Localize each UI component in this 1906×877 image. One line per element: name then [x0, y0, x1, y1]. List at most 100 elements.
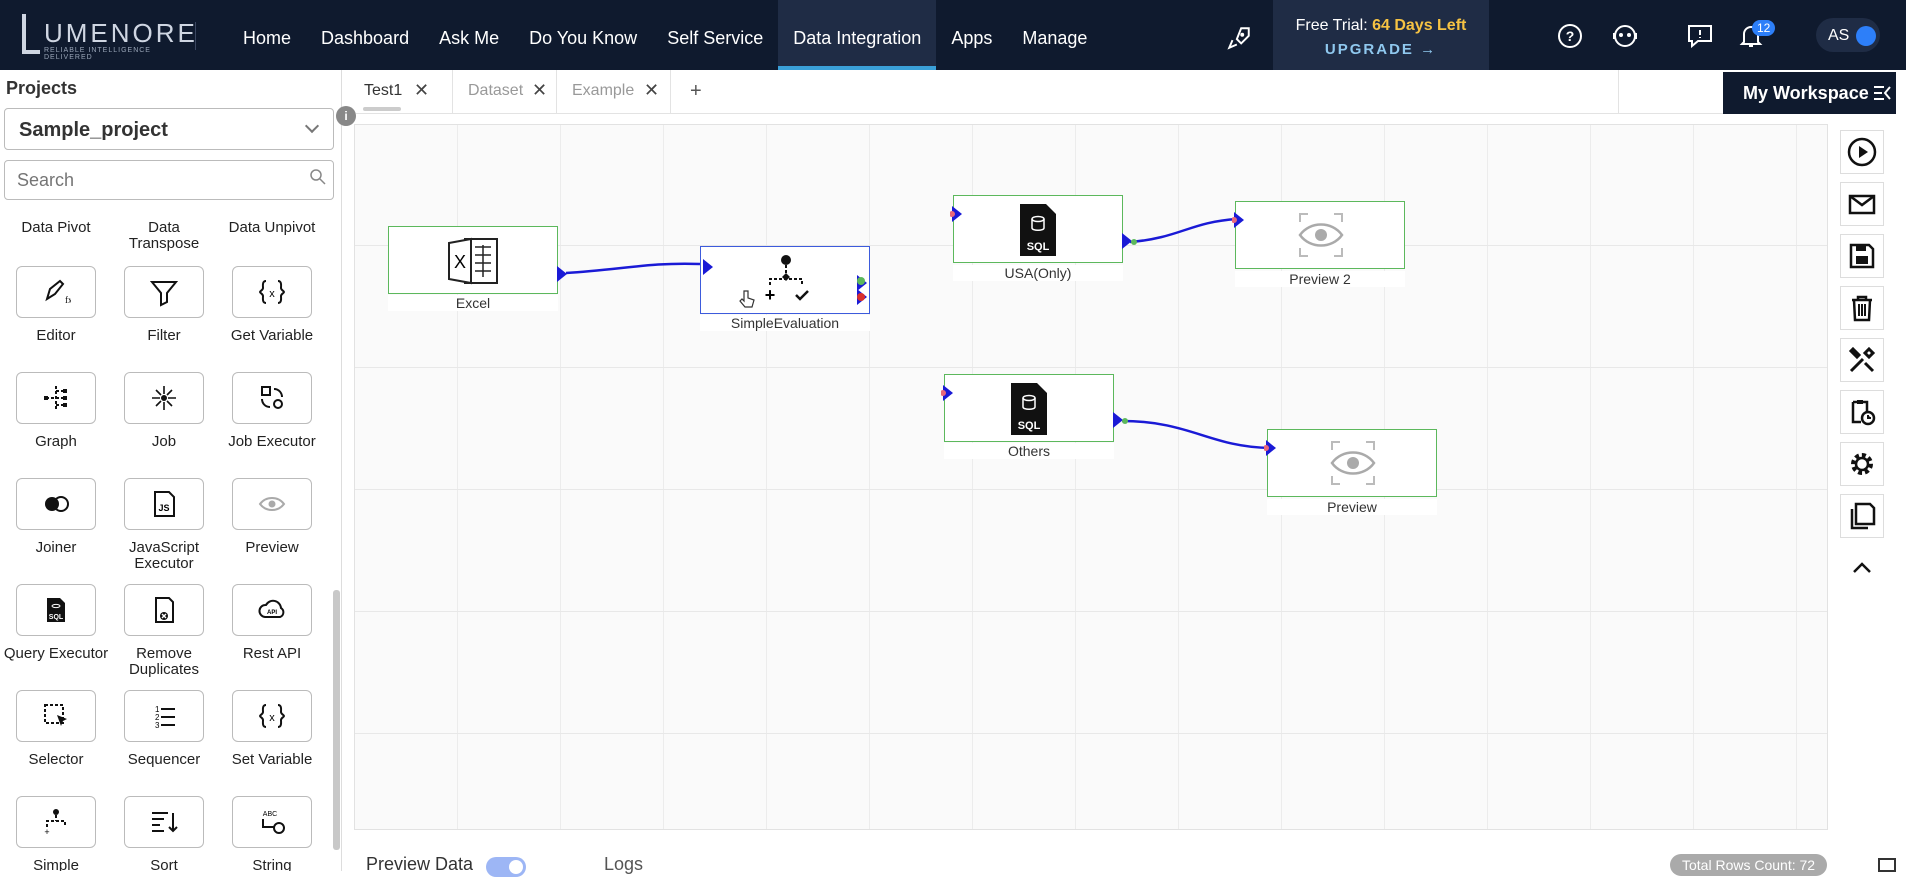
assistant-icon[interactable]: [1611, 22, 1639, 50]
node-preview[interactable]: [1264, 429, 1437, 497]
copy-button[interactable]: [1840, 494, 1884, 538]
logo[interactable]: UMENORE RELIABLE INTELLIGENCE DELIVERED: [22, 12, 195, 61]
schedule-button[interactable]: [1840, 390, 1884, 434]
tool-box[interactable]: [124, 796, 204, 848]
tool-box[interactable]: x: [232, 690, 312, 742]
tab-example[interactable]: Example✕: [560, 70, 668, 114]
close-icon[interactable]: ✕: [532, 80, 548, 100]
nav-manage[interactable]: Manage: [1022, 28, 1088, 48]
tool-box[interactable]: API: [232, 584, 312, 636]
input-port[interactable]: [950, 206, 964, 224]
tool-data-pivot[interactable]: Data Pivot: [21, 219, 91, 236]
tool-job[interactable]: Job: [110, 372, 218, 450]
nav-apps[interactable]: Apps: [951, 28, 993, 48]
run-button[interactable]: [1840, 130, 1884, 174]
search-icon[interactable]: [309, 168, 327, 186]
tool-remove-duplicates[interactable]: Remove Duplicates: [110, 584, 218, 678]
info-icon[interactable]: i: [336, 106, 356, 126]
nav-data-integration[interactable]: Data Integration: [778, 0, 937, 70]
tab-dataset[interactable]: Dataset✕: [456, 70, 556, 114]
nav-dashboard[interactable]: Dashboard: [321, 28, 410, 48]
output-port[interactable]: [1113, 412, 1131, 430]
feedback-icon[interactable]: [1686, 22, 1714, 50]
node-others[interactable]: SQL: [941, 374, 1128, 442]
output-ports[interactable]: [857, 275, 883, 305]
rocket-icon[interactable]: [1226, 25, 1252, 51]
search-input[interactable]: [4, 160, 334, 200]
tool-box[interactable]: [16, 372, 96, 424]
maximize-icon[interactable]: [1878, 858, 1896, 872]
tool-box[interactable]: [232, 372, 312, 424]
close-icon[interactable]: ✕: [644, 80, 660, 100]
help-icon[interactable]: ?: [1556, 22, 1584, 50]
tool-graph[interactable]: Graph: [2, 372, 110, 450]
tool-joiner[interactable]: Joiner: [2, 478, 110, 556]
node-simpleevaluation[interactable]: +: [700, 246, 870, 314]
node-preview-2[interactable]: [1232, 201, 1405, 269]
collapse-icon[interactable]: [1852, 560, 1872, 574]
my-workspace-button[interactable]: My Workspace: [1723, 72, 1896, 114]
nav-do-you-know[interactable]: Do You Know: [529, 28, 638, 48]
tool-preview[interactable]: Preview: [218, 478, 326, 556]
tool-box[interactable]: [16, 478, 96, 530]
logs-tab[interactable]: Logs: [604, 854, 644, 874]
output-port[interactable]: [1122, 233, 1140, 251]
tool-box[interactable]: [124, 584, 204, 636]
add-tab-button[interactable]: +: [686, 70, 716, 114]
tool-simple[interactable]: +Simple: [2, 796, 110, 871]
node-usa-only[interactable]: SQL: [950, 195, 1137, 263]
node-excel[interactable]: X: [388, 226, 567, 294]
tool-box[interactable]: [124, 372, 204, 424]
sidebar-scrollbar[interactable]: [333, 590, 340, 850]
tool-box[interactable]: [124, 266, 204, 318]
nav-ask-me[interactable]: Ask Me: [439, 28, 500, 48]
tool-box[interactable]: ABC: [232, 796, 312, 848]
output-port[interactable]: [557, 266, 571, 284]
user-avatar[interactable]: AS: [1816, 18, 1880, 52]
input-port[interactable]: [1264, 440, 1278, 458]
save-button[interactable]: [1840, 234, 1884, 278]
tool-box[interactable]: x: [232, 266, 312, 318]
tool-data-transpose[interactable]: Data Transpose: [128, 219, 200, 252]
tool-data-unpivot[interactable]: Data Unpivot: [228, 219, 316, 236]
tool-box[interactable]: [16, 690, 96, 742]
nav-self-service[interactable]: Self Service: [667, 28, 764, 48]
close-icon[interactable]: ✕: [414, 80, 430, 100]
delete-button[interactable]: [1840, 286, 1884, 330]
tool-selector[interactable]: Selector: [2, 690, 110, 768]
tool-editor[interactable]: fxEditor: [2, 266, 110, 344]
tool-box[interactable]: +: [16, 796, 96, 848]
tool-box[interactable]: SQL: [16, 584, 96, 636]
settings-button[interactable]: [1840, 442, 1884, 486]
tool-filter[interactable]: Filter: [110, 266, 218, 344]
connector[interactable]: [1121, 419, 1271, 450]
tab-test1[interactable]: Test1✕: [356, 70, 446, 114]
input-port[interactable]: [703, 259, 717, 277]
tool-box[interactable]: [232, 478, 312, 530]
tool-sort[interactable]: Sort: [110, 796, 218, 871]
tool-box[interactable]: JS: [124, 478, 204, 530]
mail-button[interactable]: [1840, 182, 1884, 226]
workflow-canvas[interactable]: [354, 124, 1828, 830]
tools-button[interactable]: [1840, 338, 1884, 382]
connector[interactable]: [565, 262, 701, 275]
project-select[interactable]: Sample_project: [4, 108, 334, 150]
input-port[interactable]: [1232, 212, 1246, 230]
preview-data-toggle[interactable]: [486, 857, 526, 877]
tool-box[interactable]: fx: [16, 266, 96, 318]
connector[interactable]: [1129, 217, 1238, 244]
nav-home[interactable]: Home: [243, 28, 292, 48]
input-port[interactable]: [941, 385, 955, 403]
trial-banner[interactable]: Free Trial: 64 Days Left UPGRADE →: [1273, 0, 1489, 70]
chevron-down-icon[interactable]: [1856, 26, 1876, 46]
upgrade-link[interactable]: UPGRADE →: [1324, 41, 1438, 58]
tool-job-executor[interactable]: Job Executor: [218, 372, 326, 450]
